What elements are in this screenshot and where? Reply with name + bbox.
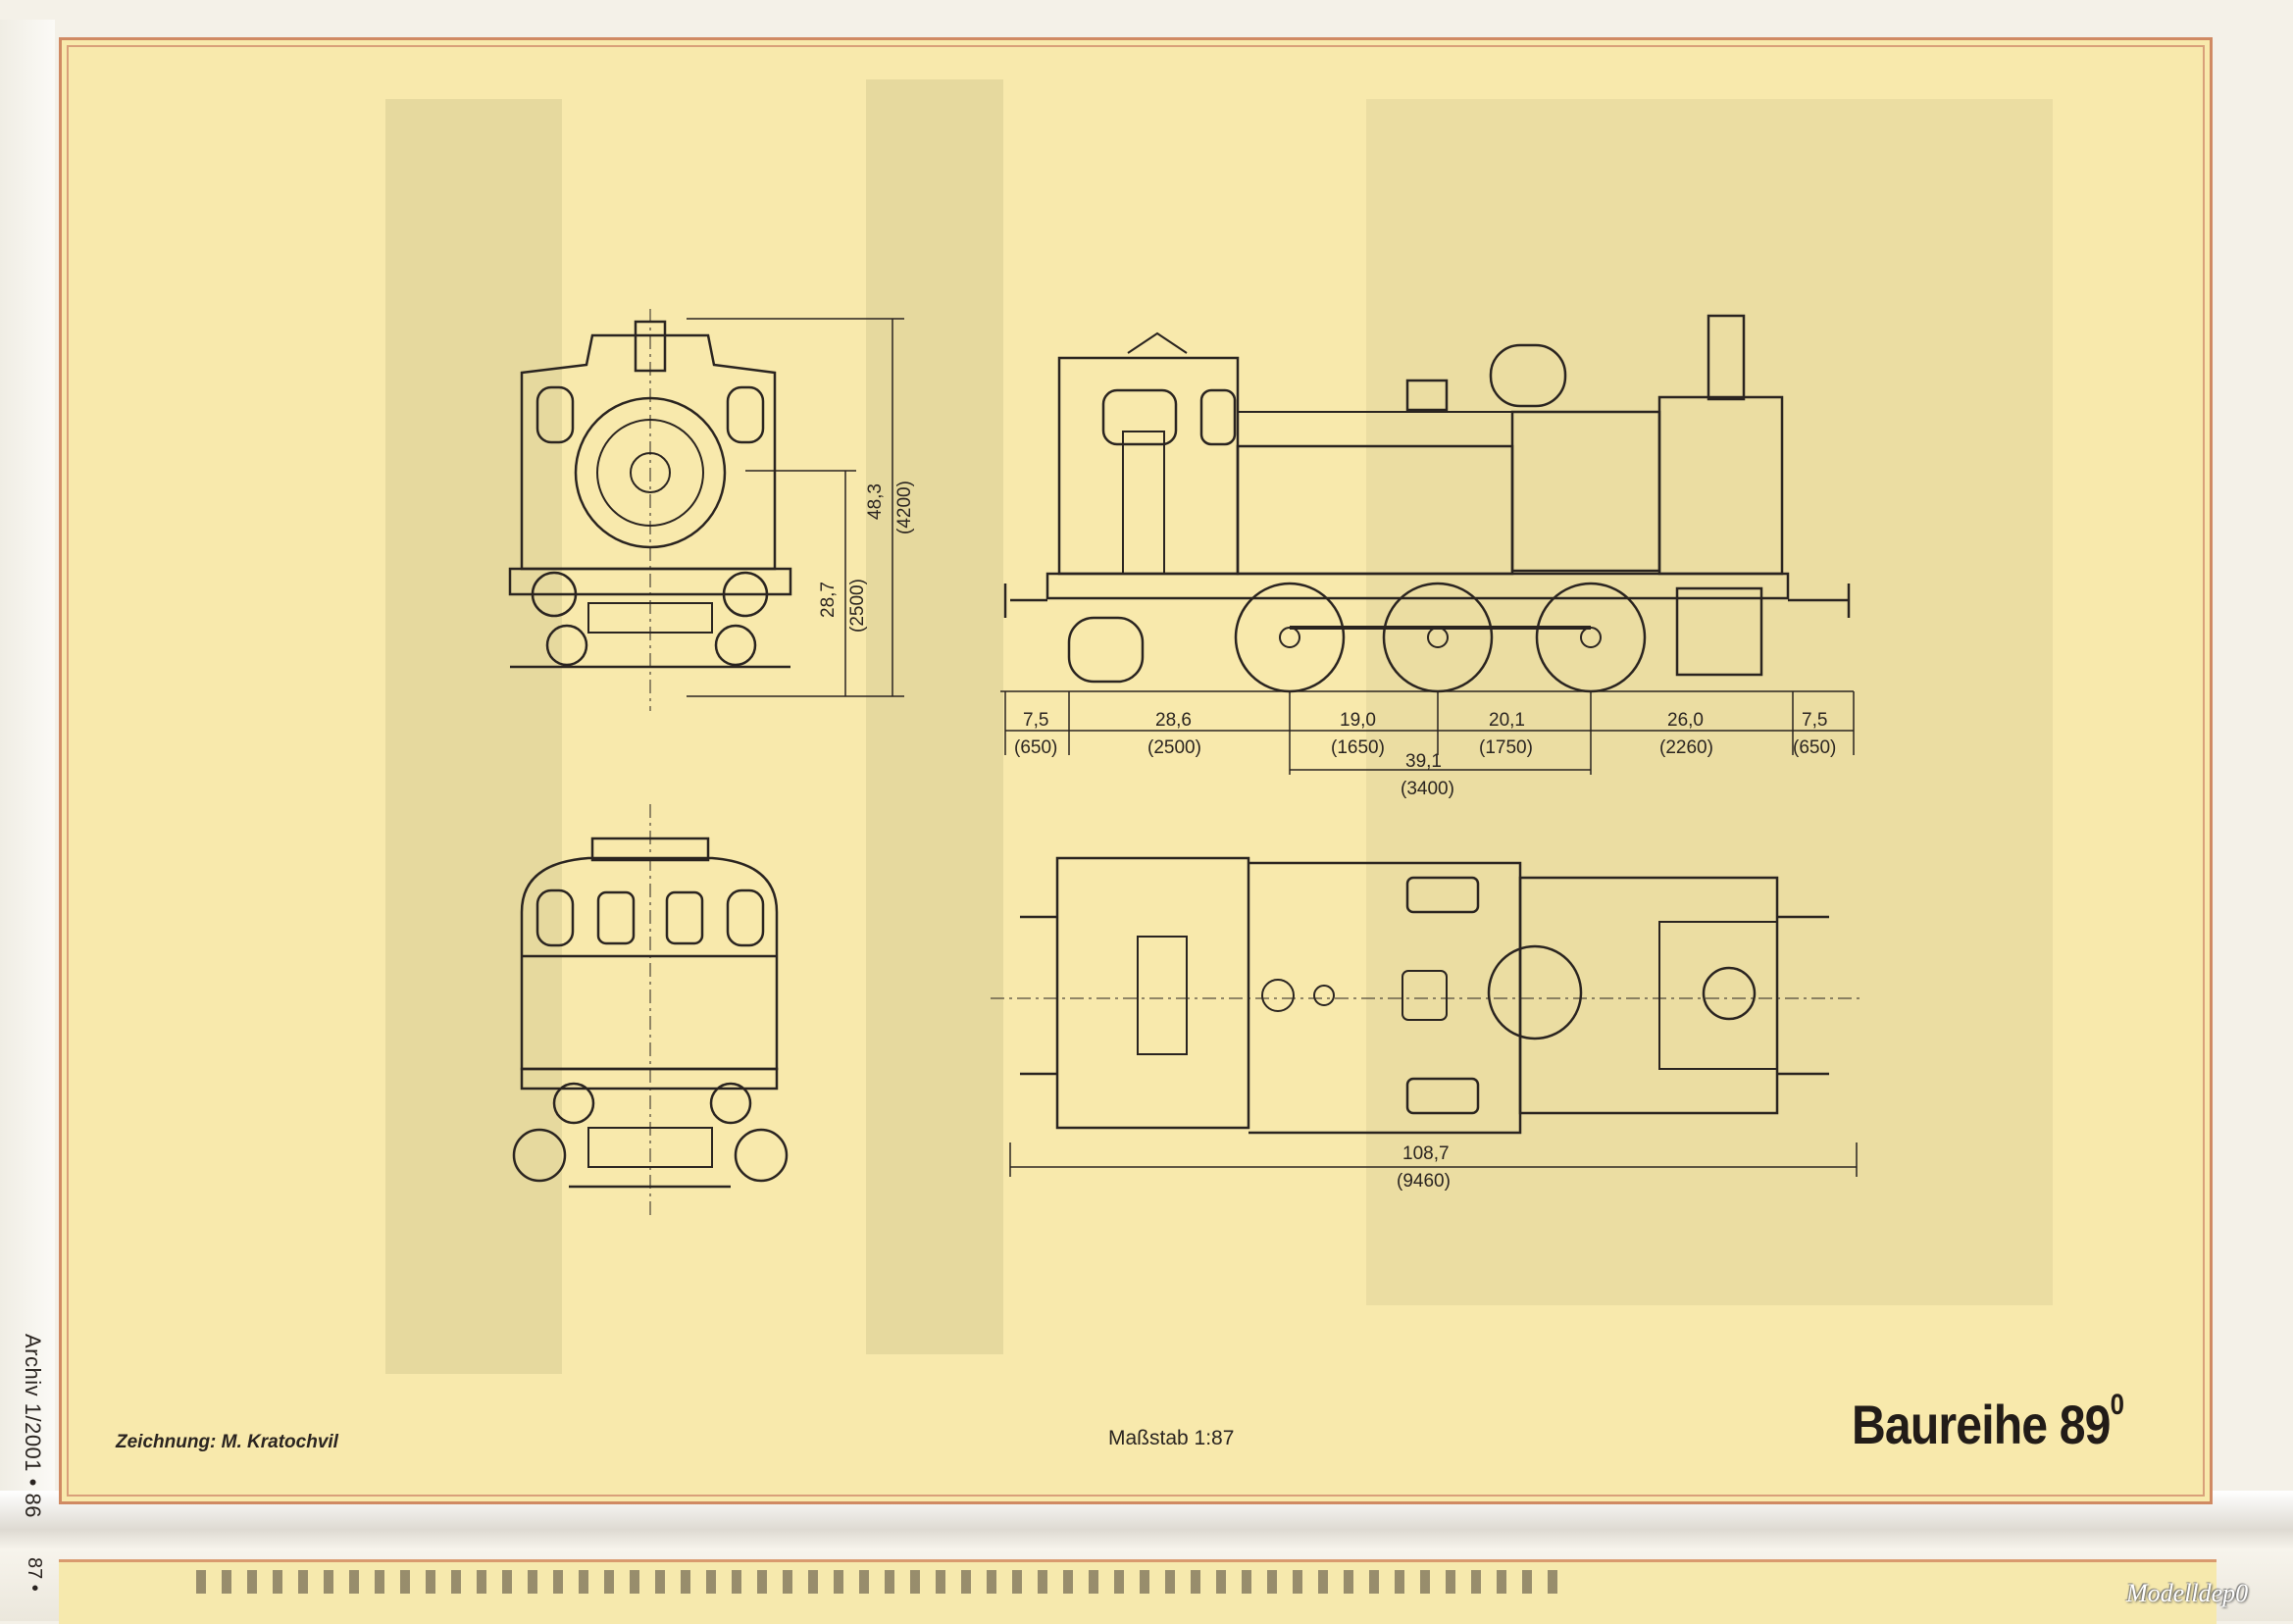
side-cab-window: [1101, 388, 1178, 446]
dim-wheelbase-2-mm: (1750): [1479, 737, 1533, 758]
drawing-scale: Maßstab 1:87: [1108, 1427, 1235, 1449]
front-door-handle: [630, 452, 671, 493]
dim-wheelbase-2: 20,1: [1489, 710, 1525, 731]
front-chimney: [634, 320, 667, 373]
top-length-dim: [1009, 1142, 1858, 1177]
next-page-text-strip: [196, 1570, 1569, 1594]
dim-buffer-rear: 7,5: [1802, 710, 1827, 731]
side-sand-dome: [1405, 379, 1449, 412]
side-water-tank: [1236, 444, 1514, 576]
top-boiler-outline: [1518, 876, 1779, 1115]
front-right-buffer: [722, 571, 769, 618]
dim-front-length: 26,0: [1667, 710, 1704, 731]
dim-total-height: 48,3: [865, 483, 886, 520]
side-steam-dome: [1489, 343, 1567, 408]
dim-wheelbase-1-mm: (1650): [1331, 737, 1385, 758]
side-chimney: [1707, 314, 1746, 401]
top-tank-filler-right: [1405, 1077, 1480, 1115]
front-smokebox: [574, 396, 727, 549]
front-view: [508, 309, 792, 711]
rear-right-wheel: [734, 1128, 789, 1183]
dim-front-length-mm: (2260): [1659, 737, 1713, 758]
dim-boiler-height: 28,7: [818, 582, 839, 618]
top-tank-filler-left: [1405, 876, 1480, 914]
bleedthrough-column: [385, 99, 562, 1374]
dim-buffer-rear-mm: (650): [1793, 737, 1836, 758]
front-left-buffer: [531, 571, 578, 618]
side-wheel-3: [1535, 582, 1647, 693]
side-length-dims: [1004, 691, 1855, 775]
side-rear-step-tank: [1067, 616, 1145, 684]
dim-boiler-height-mm: (2500): [847, 579, 868, 633]
plate-title-main: Baureihe 89: [1852, 1394, 2111, 1455]
plate-title: Baureihe 890: [1852, 1389, 2124, 1456]
rear-window-4: [726, 888, 765, 947]
dim-total-length-mm: (9460): [1397, 1171, 1451, 1192]
top-chimney: [1702, 966, 1757, 1021]
page-number-left: 86: [21, 1493, 45, 1518]
top-sand-box: [1401, 970, 1448, 1021]
top-smokebox: [1658, 921, 1778, 1070]
dim-total-length: 108,7: [1402, 1143, 1450, 1164]
side-boiler: [1510, 410, 1661, 573]
rear-left-wheel: [512, 1128, 567, 1183]
top-roof-hatch: [1137, 936, 1188, 1055]
front-right-window: [726, 385, 765, 444]
dim-buffer-front: 7,5: [1023, 710, 1048, 731]
rear-window-2: [596, 890, 636, 945]
bleedthrough-photo: [1366, 99, 2053, 1305]
top-view: [991, 856, 1863, 1135]
rear-view: [512, 804, 789, 1216]
dim-buffer-front-mm: (650): [1014, 737, 1057, 758]
side-wheel-2: [1382, 582, 1494, 693]
front-right-axlebox: [714, 624, 757, 667]
dim-cab-length-mm: (2500): [1147, 737, 1201, 758]
issue-label: Archiv 1/2001 • 86: [21, 1334, 45, 1518]
rear-window-1: [535, 888, 575, 947]
drawing-credit: Zeichnung: M. Kratochvil: [116, 1432, 338, 1452]
dim-cab-length: 28,6: [1155, 710, 1192, 731]
rear-window-3: [665, 890, 704, 945]
side-cab-window-rear: [1199, 388, 1237, 446]
dim-wheelbase-1: 19,0: [1340, 710, 1376, 731]
side-cylinder: [1675, 586, 1763, 677]
next-page-plate: [59, 1559, 2217, 1624]
front-coupler-plate: [587, 602, 713, 634]
front-bufferbeam: [508, 567, 792, 596]
side-wheel-1: [1234, 582, 1346, 693]
side-view: [1000, 314, 1854, 693]
front-height-dims: [687, 318, 904, 697]
page-number-right-text: 87: [24, 1557, 45, 1580]
plate-title-sup: 0: [2110, 1389, 2124, 1421]
drawing-plate: [59, 37, 2213, 1504]
issue-text: Archiv 1/2001: [21, 1334, 45, 1473]
dim-total-height-mm: (4200): [894, 481, 915, 534]
dim-wheelbase-total: 39,1: [1405, 751, 1442, 772]
front-smokebox-door: [596, 419, 704, 527]
page-spine: [0, 20, 55, 1520]
rear-roof-vent: [590, 837, 710, 862]
dim-wheelbase-total-mm: (3400): [1401, 779, 1454, 799]
top-cab-roof: [1055, 856, 1250, 1130]
side-frame: [1045, 572, 1790, 600]
side-smokebox: [1657, 395, 1784, 576]
rear-left-buffer: [552, 1082, 595, 1125]
bleedthrough-column: [866, 79, 1003, 1354]
watermark-logo: Modelldep0: [2126, 1579, 2249, 1607]
front-left-axlebox: [545, 624, 588, 667]
top-steam-dome: [1487, 944, 1583, 1040]
page-number-right: 87 •: [24, 1557, 45, 1592]
rear-cab-outline: [520, 856, 779, 1071]
side-cab-door: [1122, 431, 1165, 575]
front-left-window: [535, 385, 575, 444]
rear-right-buffer: [709, 1082, 752, 1125]
